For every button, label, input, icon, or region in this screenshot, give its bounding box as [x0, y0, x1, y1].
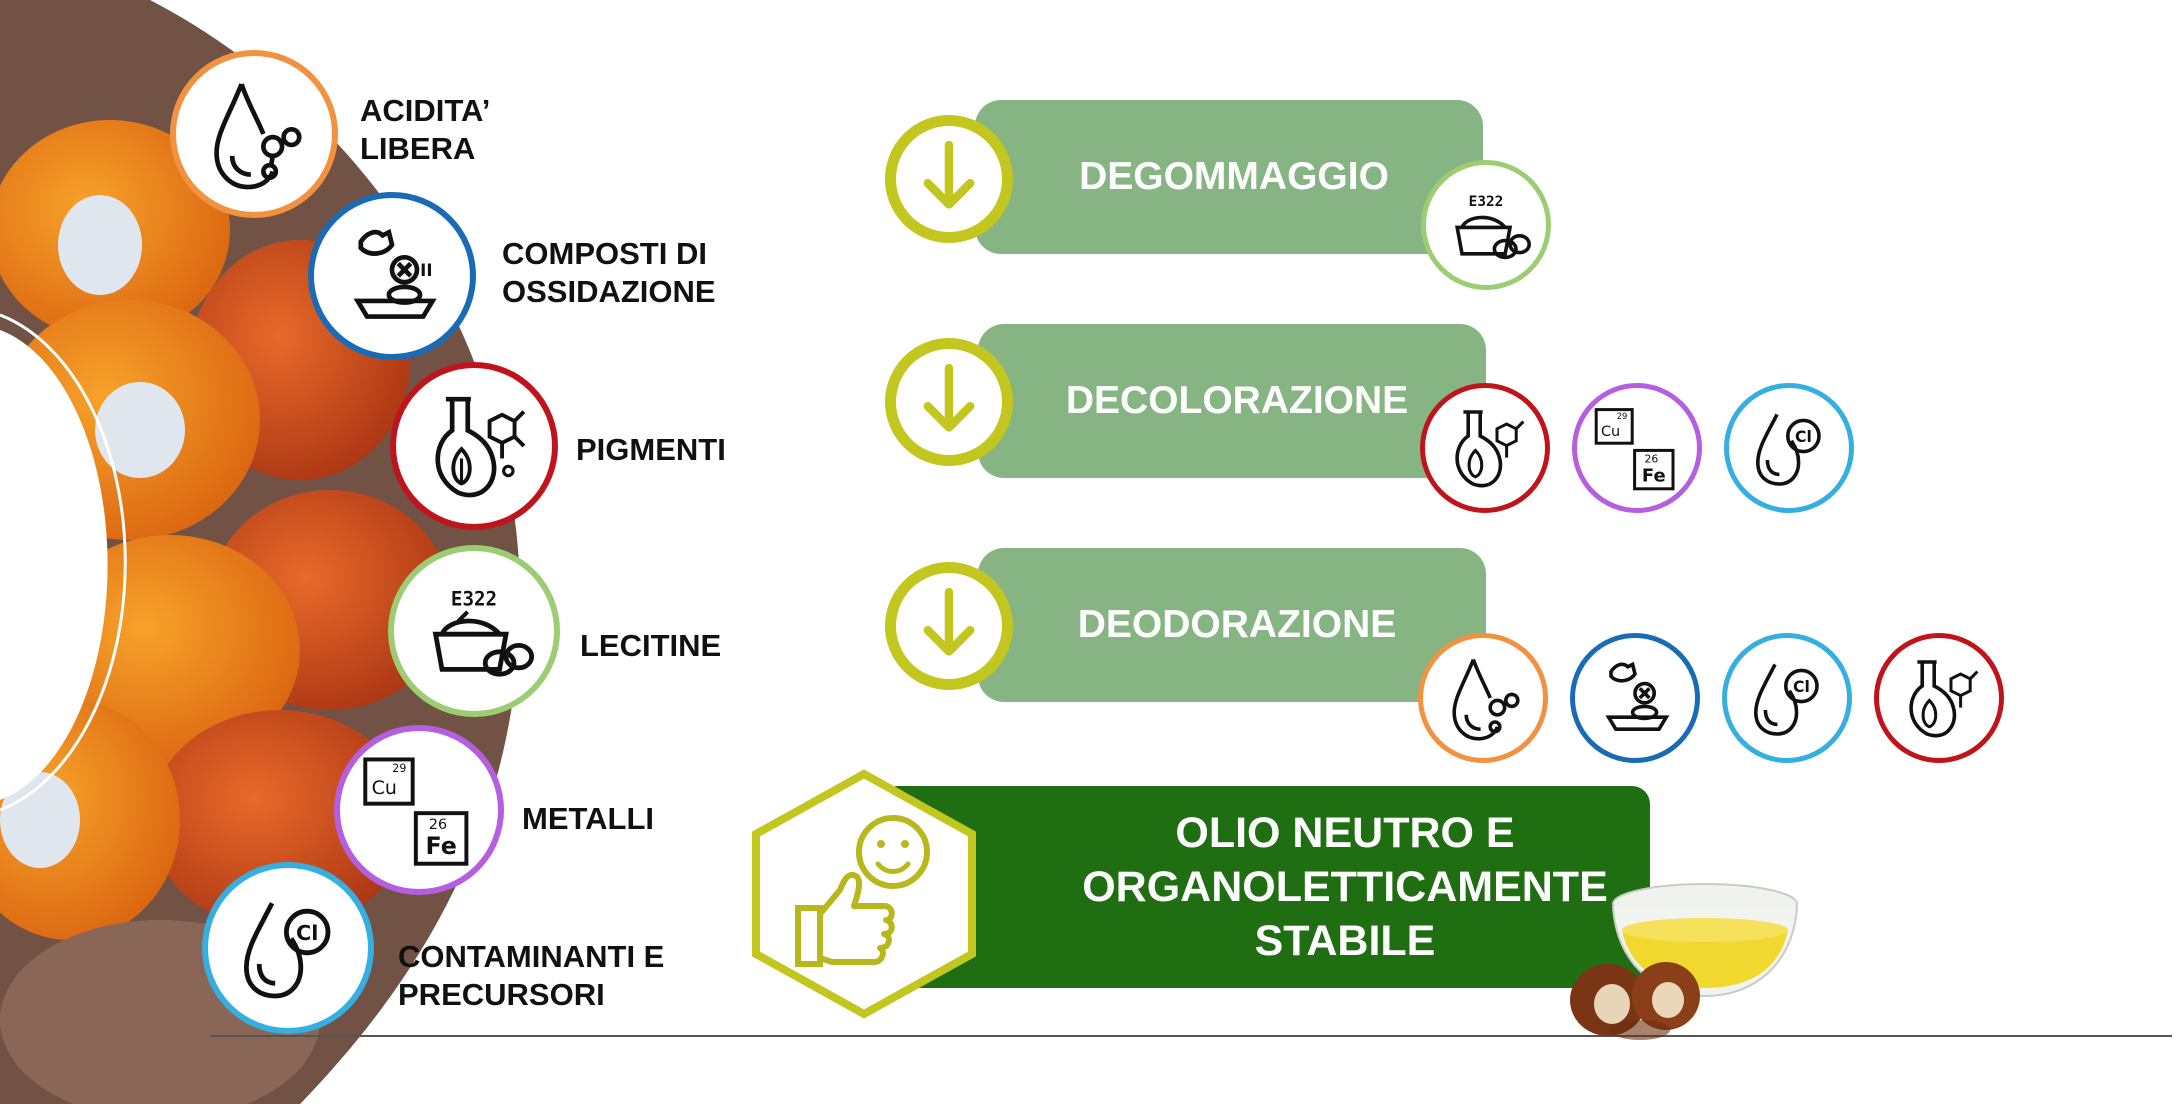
decolorazione-metals-badge: 29 Cu 26 Fe — [1572, 383, 1702, 513]
oxidation-dish-icon — [353, 228, 437, 319]
svg-text:Cu: Cu — [1601, 424, 1620, 440]
arrow-down-icon-3 — [885, 562, 1013, 690]
composti-ossidazione-circle — [308, 192, 476, 360]
svg-text:E322: E322 — [1469, 194, 1504, 210]
svg-text:26: 26 — [429, 817, 447, 833]
oil-drop-molecule-icon — [1452, 658, 1520, 741]
svg-text:Fe: Fe — [425, 832, 456, 860]
deodorazione-acid-badge — [1418, 633, 1548, 763]
step-deodorazione: DEODORAZIONE — [978, 548, 1486, 702]
contaminanti-label: CONTAMINANTI E PRECURSORI — [398, 939, 665, 1012]
chlorine-drop-icon: Cl — [1755, 413, 1821, 486]
svg-text:29: 29 — [1617, 411, 1628, 421]
pigmenti-label: PIGMENTI — [576, 432, 726, 467]
pigment-flask-icon — [435, 396, 526, 498]
metalli-label: METALLI — [522, 801, 655, 836]
oxidation-dish-icon — [1605, 661, 1670, 731]
pigmenti-circle — [390, 362, 558, 530]
svg-text:Cl: Cl — [1795, 428, 1812, 446]
deodorazione-oxidation-badge — [1570, 633, 1700, 763]
composti-ossidazione-label: COMPOSTI DI OSSIDAZIONE — [502, 236, 716, 309]
arrow-down-icon-2 — [885, 338, 1013, 466]
svg-text:Cu: Cu — [372, 777, 397, 799]
svg-text:26: 26 — [1645, 452, 1659, 465]
metals-cu-fe-icon: 29 Cu 26 Fe — [363, 757, 469, 866]
deodorazione-pigment-badge — [1874, 633, 2004, 763]
metals-cu-fe-icon: 29 Cu 26 Fe — [1594, 408, 1675, 491]
white-arc — [0, 330, 108, 800]
decolorazione-pigment-badge — [1420, 383, 1550, 513]
pigment-flask-icon — [1909, 660, 1979, 738]
chlorine-drop-icon: Cl — [243, 902, 331, 999]
arrow-down-icon-1 — [885, 115, 1013, 243]
thumbs-up-smiley-icon — [752, 769, 976, 1019]
step-decolorazione: DECOLORAZIONE — [978, 324, 1486, 478]
acidita-libera-label: ACIDITA’ LIBERA — [360, 93, 491, 166]
degommaggio-lecithin-badge: E322 — [1421, 160, 1551, 290]
svg-text:Cl: Cl — [296, 921, 318, 945]
oil-bowl-image — [1570, 883, 1798, 1040]
metalli-circle: 29 Cu 26 Fe — [334, 725, 504, 895]
lecitine-label: LECITINE — [580, 628, 722, 663]
step-degommaggio: DEGOMMAGGIO — [975, 100, 1483, 254]
pigment-flask-icon — [1455, 410, 1525, 488]
svg-text:Cl: Cl — [1793, 678, 1810, 696]
acidita-libera-circle — [170, 50, 338, 218]
svg-text:E322: E322 — [451, 587, 497, 610]
decolorazione-chlorine-badge: Cl — [1724, 383, 1854, 513]
lecithin-e322-icon: E322 — [432, 587, 534, 677]
chlorine-drop-icon: Cl — [1753, 663, 1819, 736]
lecithin-e322-icon: E322 — [1455, 194, 1531, 260]
svg-text:29: 29 — [392, 762, 406, 775]
oil-drop-molecule-icon — [214, 83, 302, 190]
svg-text:Fe: Fe — [1642, 466, 1666, 487]
lecitine-circle: E322 — [388, 545, 560, 717]
result-bar: OLIO NEUTRO E ORGANOLETTICAMENTE STABILE — [880, 786, 1650, 988]
contaminanti-circle: Cl — [202, 862, 374, 1034]
deodorazione-chlorine-badge: Cl — [1722, 633, 1852, 763]
